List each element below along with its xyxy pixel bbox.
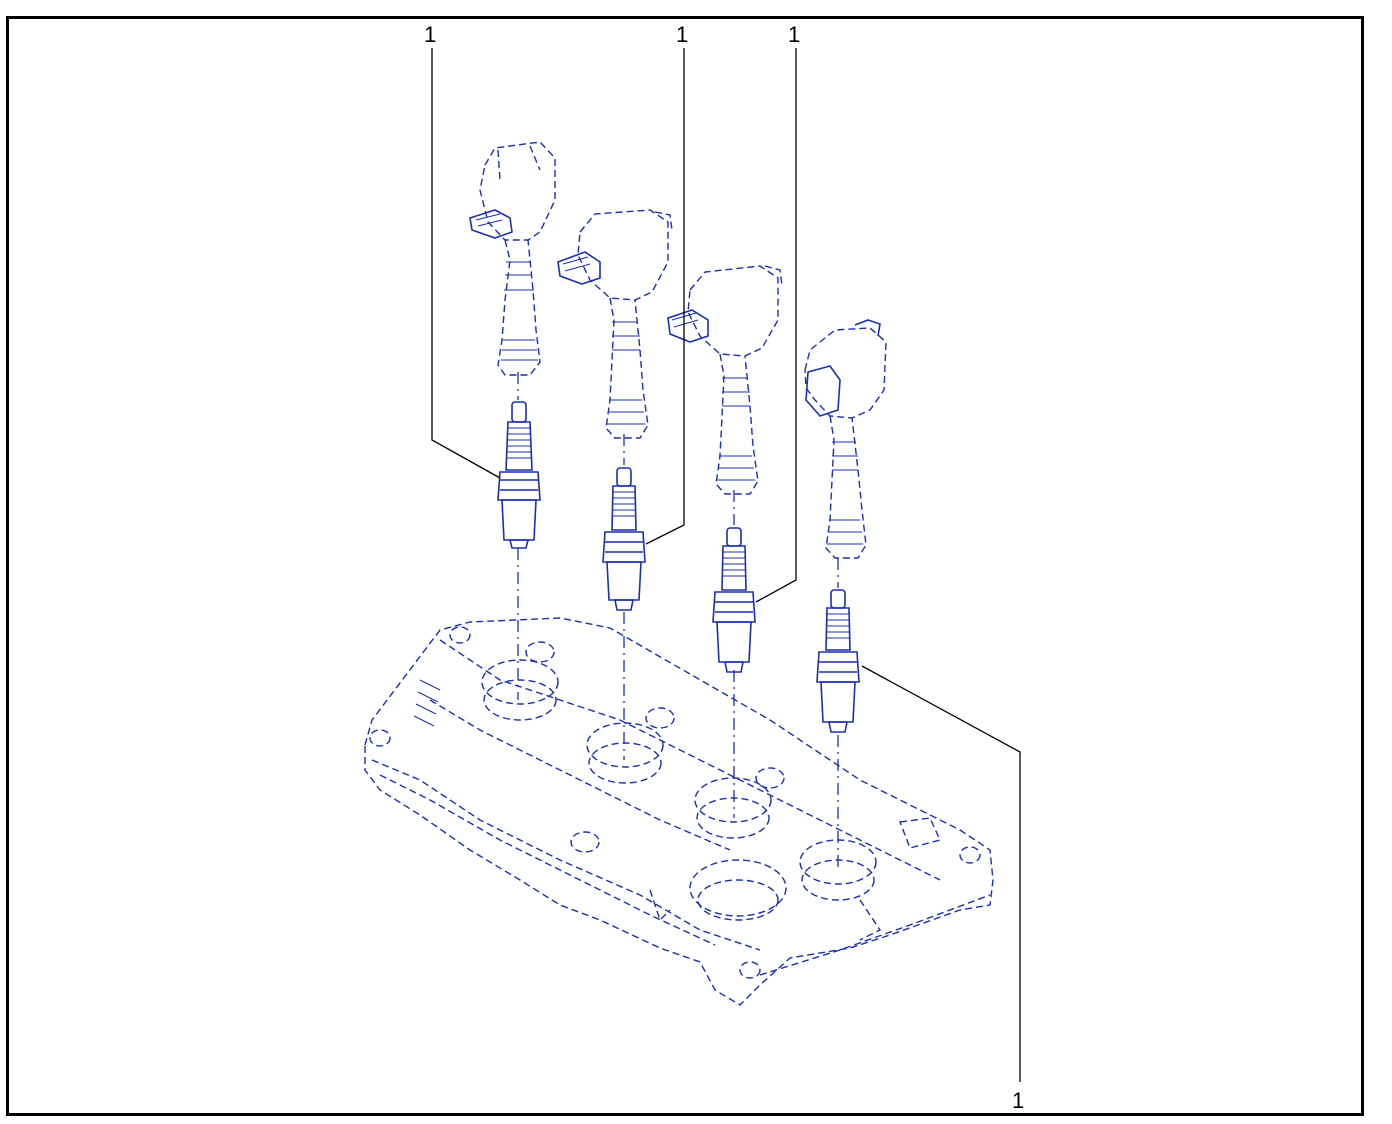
ignition-coil-2 [557,209,673,439]
callout-label-4: 1 [1012,1088,1025,1113]
spark-plug-4 [816,589,860,733]
leader-line-4 [861,665,1021,1082]
callout-label-2: 1 [676,22,689,47]
ignition-coil-1 [469,141,556,376]
leader-line-3 [755,48,797,603]
spark-plug-1 [497,401,541,549]
ignition-coil-3 [667,265,783,495]
ignition-coil-4 [804,319,887,559]
callout-label-1: 1 [424,22,437,47]
cylinder-head-cover [364,617,994,1006]
leader-line-2 [645,48,685,545]
callout-label-3: 1 [788,22,801,47]
installation-axes [517,372,839,872]
leader-lines [431,48,1021,1082]
spark-plug-2 [602,467,646,611]
diagram-frame [6,16,1364,1116]
leader-line-1 [431,48,501,479]
spark-plug-3 [712,527,756,673]
